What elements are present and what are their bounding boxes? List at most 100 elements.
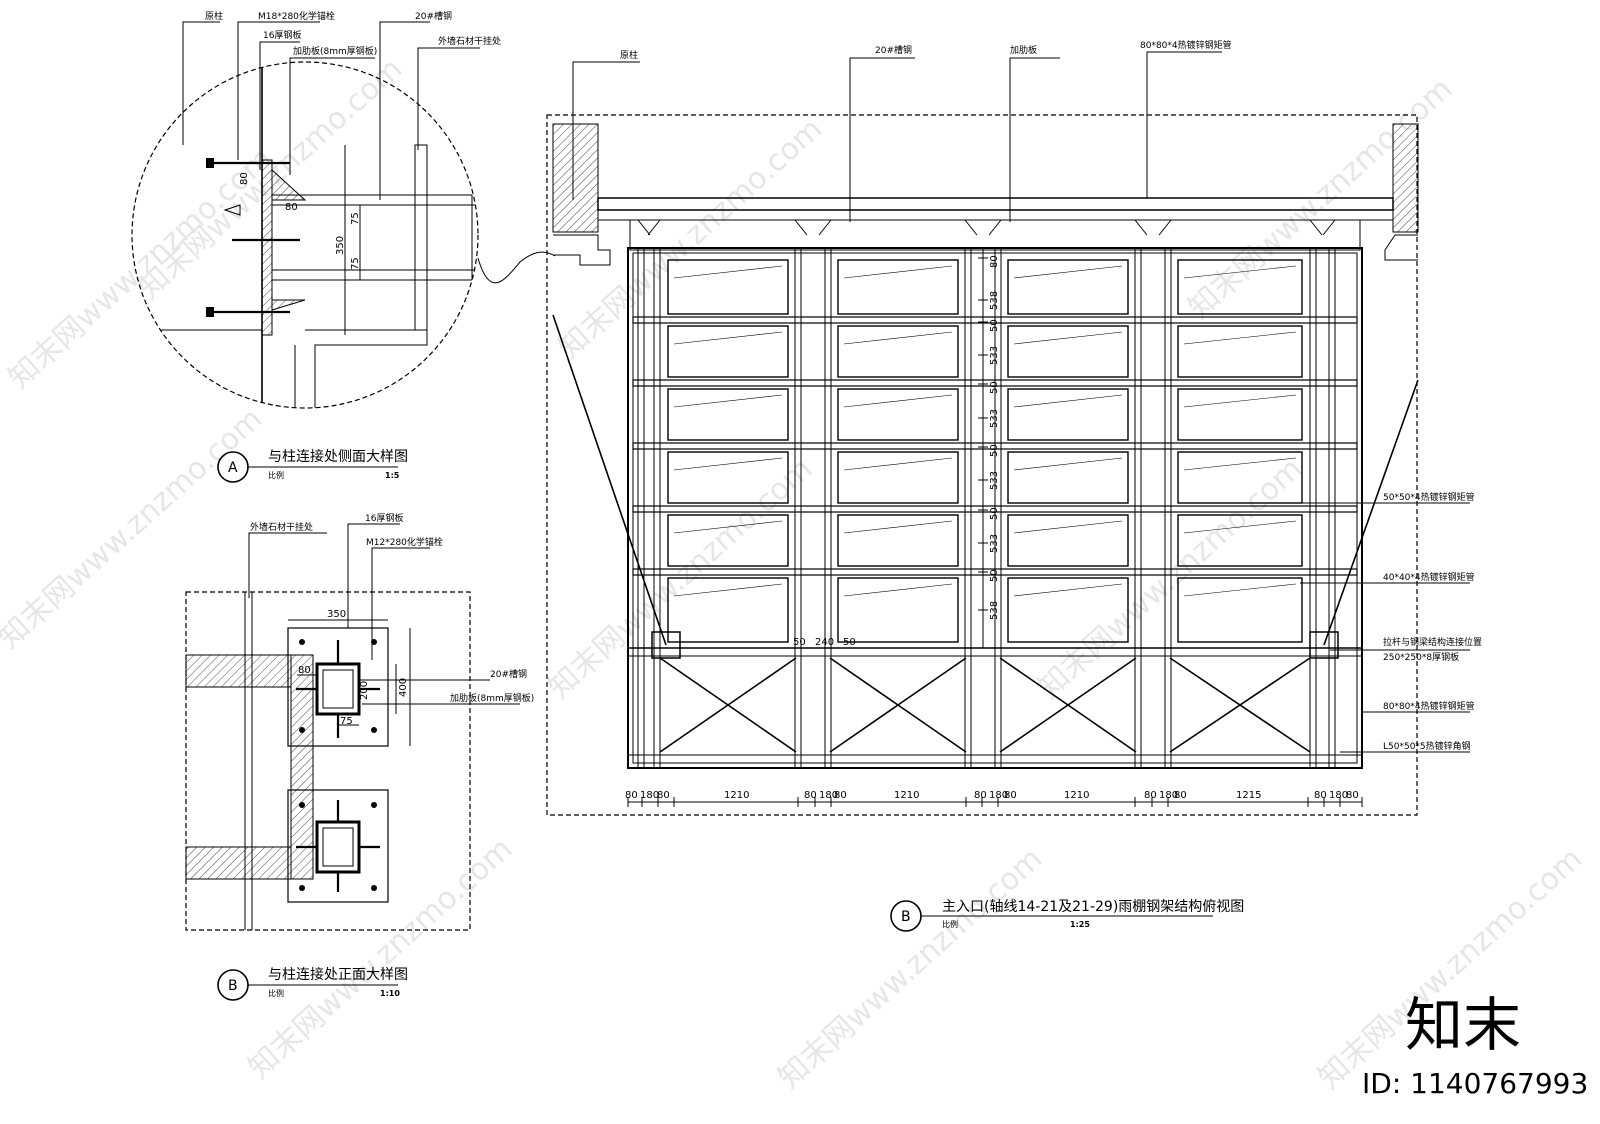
- brand: 知末 ID: 1140767993: [1362, 991, 1588, 1100]
- detail-tag-label: B: [901, 909, 911, 925]
- plan-panes: [667, 259, 1303, 643]
- scale-value: 1:5: [385, 471, 400, 480]
- glass-pane: [1007, 388, 1129, 441]
- scale-label: 比例: [268, 988, 284, 998]
- detail-title: 与柱连接处正面大样图: [268, 966, 408, 983]
- pane-reflection: [1183, 265, 1297, 279]
- callout-label: 50*50*4热镀锌钢矩管: [1383, 491, 1475, 503]
- pane-reflection: [1013, 265, 1123, 279]
- strut: [988, 219, 1002, 236]
- callout-label: 20#槽钢: [490, 668, 527, 680]
- dim-text: 50: [989, 569, 1000, 582]
- purlin: [632, 379, 1358, 387]
- glass-pane: [667, 514, 789, 567]
- pane-reflection: [843, 457, 953, 471]
- callout-label: 原柱: [620, 49, 638, 61]
- glass-pane: [1007, 577, 1129, 643]
- detail-title: 与柱连接处侧面大样图: [268, 448, 408, 465]
- watermark: 知末网www.znzmo.com: [2, 141, 279, 396]
- dim-text: 180: [1329, 790, 1348, 801]
- glass-pane: [1007, 325, 1129, 378]
- purlin: [632, 505, 1358, 513]
- purlin: [632, 442, 1358, 450]
- scale-label: 比例: [268, 470, 284, 480]
- dim-text: 50: [793, 637, 806, 648]
- dim-text: 533: [989, 471, 1000, 490]
- dim-text: 80: [239, 172, 250, 185]
- dim-text: 80: [804, 790, 817, 801]
- glass-pane: [837, 388, 959, 441]
- callout-label: 加肋板: [1010, 44, 1037, 56]
- glass-pane: [837, 514, 959, 567]
- glass-pane: [1007, 514, 1129, 567]
- pane-reflection: [1183, 331, 1297, 345]
- dim-text: 80: [834, 790, 847, 801]
- plan-title: 主入口(轴线14-21及21-29)雨棚钢架结构俯视图: [942, 899, 1244, 915]
- dim-text: 538: [989, 601, 1000, 620]
- strut: [794, 219, 808, 236]
- dim-text: 180: [640, 790, 659, 801]
- dim-text: 80: [625, 790, 638, 801]
- dim-text: 50: [989, 319, 1000, 332]
- callout-label: 250*250*8厚钢板: [1383, 651, 1459, 663]
- dim-text: 240: [815, 637, 834, 648]
- strut: [637, 219, 651, 236]
- strut: [964, 219, 978, 236]
- pane-reflection: [673, 265, 783, 279]
- dim-text: 75: [350, 257, 361, 270]
- pane-reflection: [1013, 331, 1123, 345]
- pane-reflection: [673, 331, 783, 345]
- callout-label: 20#槽钢: [875, 44, 912, 56]
- glass-pane: [837, 577, 959, 643]
- callout-label: 原柱: [205, 10, 223, 22]
- scale-label: 比例: [942, 919, 958, 929]
- dim-text: 533: [989, 409, 1000, 428]
- callout-label: 拉杆与钢梁结构连接位置: [1383, 636, 1482, 648]
- glass-pane: [1177, 325, 1303, 378]
- callout-label: 外墙石材干挂处: [250, 521, 313, 533]
- glass-pane: [837, 325, 959, 378]
- brace: [829, 657, 967, 753]
- pane-reflection: [843, 520, 953, 534]
- detail-a-boundary: [131, 61, 479, 409]
- callout-label: 16厚钢板: [263, 29, 301, 41]
- glass-pane: [667, 325, 789, 378]
- glass-pane: [667, 577, 789, 643]
- pane-reflection: [1183, 583, 1297, 597]
- dim-text: 400: [398, 678, 409, 697]
- pane-reflection: [1183, 457, 1297, 471]
- callout-label: L50*50*5热镀锌角钢: [1383, 740, 1471, 752]
- dim-text: 200: [359, 681, 370, 700]
- pane-reflection: [843, 583, 953, 597]
- callout-label: 16厚钢板: [365, 512, 403, 524]
- pane-reflection: [673, 520, 783, 534]
- watermark: 知末网www.znzmo.com: [0, 401, 269, 656]
- detail-connector: [477, 251, 556, 284]
- dim-text: 180: [989, 790, 1008, 801]
- watermark: 知末网www.znzmo.com: [772, 841, 1049, 1096]
- plan-boundary: [546, 114, 1418, 816]
- dim-text: 350: [327, 609, 346, 620]
- glass-pane: [837, 259, 959, 315]
- dim-text: 80: [285, 202, 298, 213]
- dim-text: 1210: [894, 790, 919, 801]
- scale-value: 1:10: [380, 989, 400, 998]
- purlin: [632, 568, 1358, 576]
- callout-label: M18*280化学锚栓: [258, 10, 335, 22]
- dim-text: 75: [350, 212, 361, 225]
- plan-verticals: [637, 219, 1336, 768]
- pane-reflection: [1183, 520, 1297, 534]
- callout-label: 加肋板(8mm厚钢板): [450, 692, 534, 704]
- brand-id: ID: 1140767993: [1362, 1067, 1588, 1100]
- dim-text: 80: [1174, 790, 1187, 801]
- detail-tag-label: B: [228, 978, 238, 994]
- detail-tag-label: A: [228, 460, 238, 476]
- glass-pane: [1177, 577, 1303, 643]
- detail-a: 80 80 75 350 75 原柱 M18*280化学锚栓 16厚钢板 加肋板…: [131, 10, 556, 483]
- strut: [1322, 219, 1336, 236]
- dim-text: 80: [657, 790, 670, 801]
